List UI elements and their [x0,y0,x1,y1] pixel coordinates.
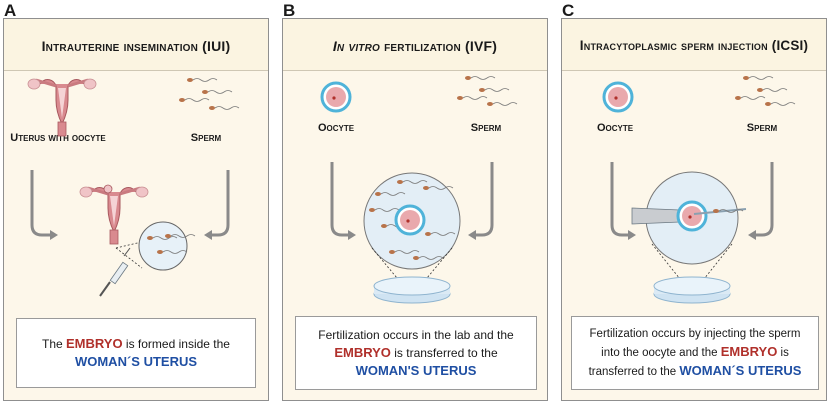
panel-b-right-label: Sperm [470,122,502,134]
panel-c-left-label: Oocyte [596,122,634,134]
caption-text: is [777,347,789,359]
panel-b: In vitro fertilization (IVF) Oocyte Sper… [282,18,548,401]
syringe-icon [99,247,131,297]
panel-c-header: Intracytoplasmic sperm injection (ICSI) [562,19,826,71]
injection-needle-icon [693,208,747,215]
panel-a-right-label: Sperm [190,132,222,144]
petri-dish-icon [653,276,731,304]
caption-text: is transferred to the [390,346,498,360]
uterus-term: WOMAN´S UTERUS [679,363,802,378]
panel-a-header: Intrauterine insemination (IUI) [4,19,268,71]
oocyte-icon [394,204,426,236]
panel-b-left-label: Oocyte [317,122,355,134]
curved-arrow-icon [30,170,52,237]
caption-text: is formed inside the [122,337,230,351]
pipette-icon [631,207,681,225]
panel-a-caption: The EMBRYO is formed inside the WOMAN´S … [16,318,256,388]
caption-text: transferred to the [588,366,680,378]
curved-arrow-icon [610,162,630,237]
oocyte-icon [602,81,634,113]
sperm-icon [734,75,796,107]
panel-c-right-label: Sperm [746,122,778,134]
magnified-view [138,221,188,271]
curved-arrow-icon [474,162,494,237]
caption-text: into the oocyte and the [601,347,721,359]
petri-dish-icon [373,276,451,304]
panel-a-title: Intrauterine insemination (IUI) [41,38,231,54]
embryo-term: EMBRYO [334,345,391,360]
panel-a-letter: A [4,1,17,20]
caption-text: Fertilization occurs by injecting the sp… [589,328,801,340]
curved-arrow-icon [330,162,350,237]
uterus-term: WOMAN´S UTERUS [74,354,198,369]
panel-c-letter: C [562,1,575,20]
panel-b-header: In vitro fertilization (IVF) [283,19,547,71]
uterus-icon [26,77,98,138]
panel-c-caption: Fertilization occurs by injecting the sp… [571,316,819,390]
sperm-icon [456,75,518,107]
curved-arrow-icon [210,170,230,237]
panel-b-letter: B [283,1,296,20]
title-italic: In vitro [332,38,381,54]
panel-b-title: In vitro fertilization (IVF) [287,38,543,54]
uterus-term: WOMAN'S UTERUS [355,363,477,378]
title-rest: fertilization (IVF) [380,38,498,54]
embryo-term: EMBRYO [66,336,123,351]
panel-a: Intrauterine insemination (IUI) Uterus w… [3,18,269,401]
sperm-icon [178,77,240,111]
caption-text: The [42,337,67,351]
oocyte-icon [676,200,708,232]
panel-c: Intracytoplasmic sperm injection (ICSI) … [561,18,827,401]
embryo-term: EMBRYO [720,344,778,359]
panel-a-left-label: Uterus with oocyte [10,132,106,144]
panel-c-title: Intracytoplasmic sperm injection (ICSI) [579,38,809,53]
curved-arrow-icon [754,162,774,237]
oocyte-icon [103,184,113,194]
caption-text: Fertilization occurs in the lab and the [318,328,514,342]
oocyte-icon [320,81,352,113]
uterus-icon [78,185,150,246]
panel-b-caption: Fertilization occurs in the lab and the … [295,316,537,390]
